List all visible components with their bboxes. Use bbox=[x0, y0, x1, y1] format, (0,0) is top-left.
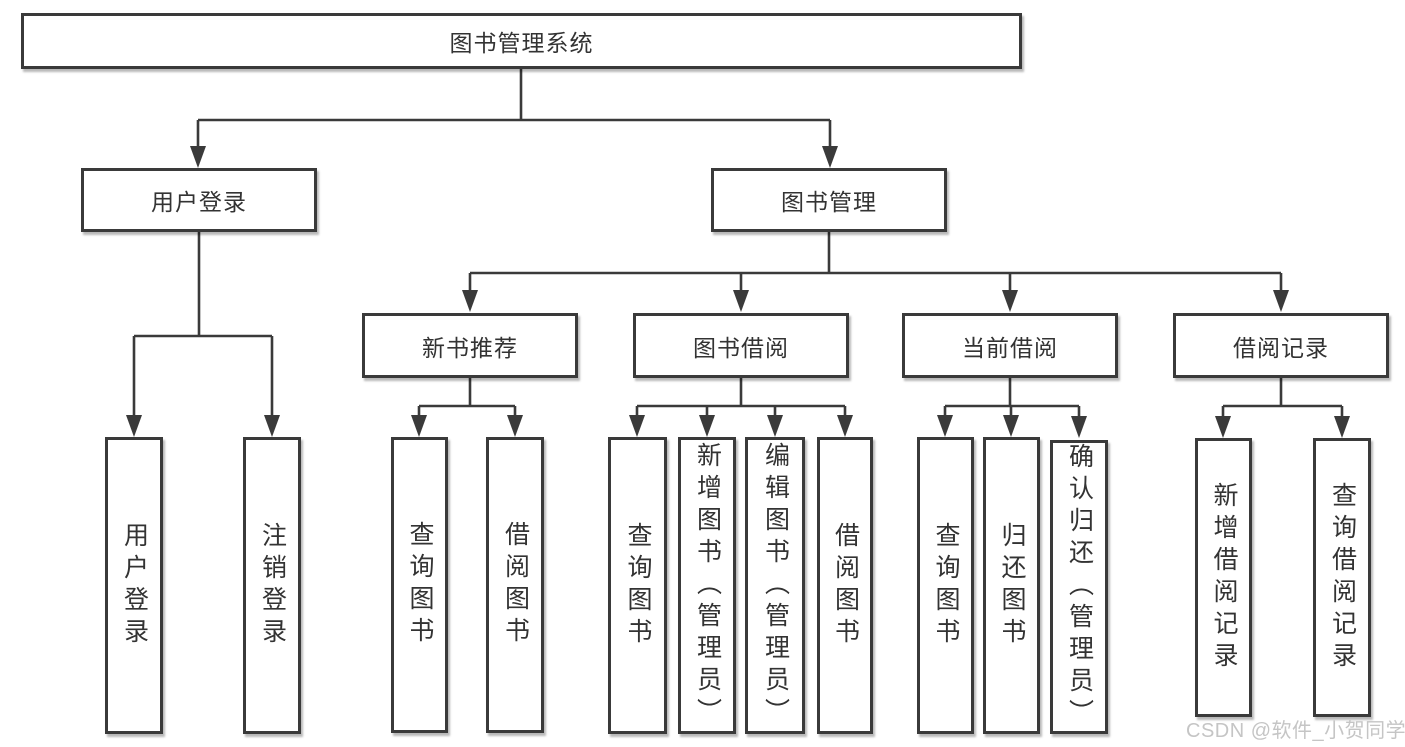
leaf-query-books-borrowing-label: 查询图书 bbox=[624, 521, 652, 650]
leaf-add-books-admin-label: 新增图书（管理员） bbox=[693, 441, 722, 730]
leaf-borrow-books-recommend-label: 借阅图书 bbox=[501, 521, 530, 649]
node-current-borrowing: 当前借阅 bbox=[902, 313, 1118, 378]
leaf-borrow-books-recommend: 借阅图书 bbox=[486, 437, 544, 733]
node-library-management-system: 图书管理系统 bbox=[21, 13, 1022, 69]
node-book-management: 图书管理 bbox=[711, 168, 947, 232]
leaf-confirm-return-admin-label: 确认归还（管理员） bbox=[1065, 443, 1094, 731]
node-new-book-recommend: 新书推荐 bbox=[362, 313, 578, 378]
leaf-add-borrow-record: 新增借阅记录 bbox=[1195, 438, 1252, 717]
node-book-borrowing: 图书借阅 bbox=[633, 313, 849, 378]
leaf-return-books-label: 归还图书 bbox=[998, 521, 1026, 650]
leaf-user-login: 用户登录 bbox=[105, 437, 163, 734]
leaf-query-books-borrowing: 查询图书 bbox=[608, 437, 667, 734]
leaf-borrow-books-label: 借阅图书 bbox=[831, 521, 860, 650]
node-borrowing-records: 借阅记录 bbox=[1173, 313, 1389, 378]
leaf-logout: 注销登录 bbox=[243, 437, 301, 734]
leaf-query-borrow-record-label: 查询借阅记录 bbox=[1328, 481, 1357, 674]
leaf-return-books: 归还图书 bbox=[983, 437, 1040, 734]
leaf-user-login-label: 用户登录 bbox=[120, 521, 149, 650]
leaf-query-books-recommend: 查询图书 bbox=[391, 437, 448, 733]
leaf-edit-books-admin: 编辑图书（管理员） bbox=[745, 437, 805, 734]
node-book-borrowing-label: 图书借阅 bbox=[693, 334, 789, 361]
node-current-borrowing-label: 当前借阅 bbox=[962, 334, 1058, 361]
node-new-book-recommend-label: 新书推荐 bbox=[422, 334, 518, 361]
leaf-logout-label: 注销登录 bbox=[258, 521, 287, 650]
leaf-borrow-books: 借阅图书 bbox=[817, 437, 873, 734]
csdn-watermark: CSDN @软件_小贺同学 bbox=[1186, 720, 1405, 742]
node-borrowing-records-label: 借阅记录 bbox=[1233, 334, 1329, 361]
node-library-management-system-label: 图书管理系统 bbox=[449, 30, 594, 56]
leaf-query-books-recommend-label: 查询图书 bbox=[406, 521, 434, 649]
node-book-management-label: 图书管理 bbox=[781, 189, 877, 215]
leaf-edit-books-admin-label: 编辑图书（管理员） bbox=[761, 441, 790, 730]
leaf-add-borrow-record-label: 新增借阅记录 bbox=[1210, 481, 1238, 674]
leaf-query-borrow-record: 查询借阅记录 bbox=[1313, 438, 1371, 717]
leaf-confirm-return-admin: 确认归还（管理员） bbox=[1050, 440, 1108, 734]
node-user-login-label: 用户登录 bbox=[151, 189, 247, 215]
leaf-query-books-current-label: 查询图书 bbox=[932, 521, 960, 650]
node-user-login: 用户登录 bbox=[81, 168, 317, 232]
leaf-query-books-current: 查询图书 bbox=[917, 437, 974, 734]
leaf-add-books-admin: 新增图书（管理员） bbox=[678, 437, 736, 734]
